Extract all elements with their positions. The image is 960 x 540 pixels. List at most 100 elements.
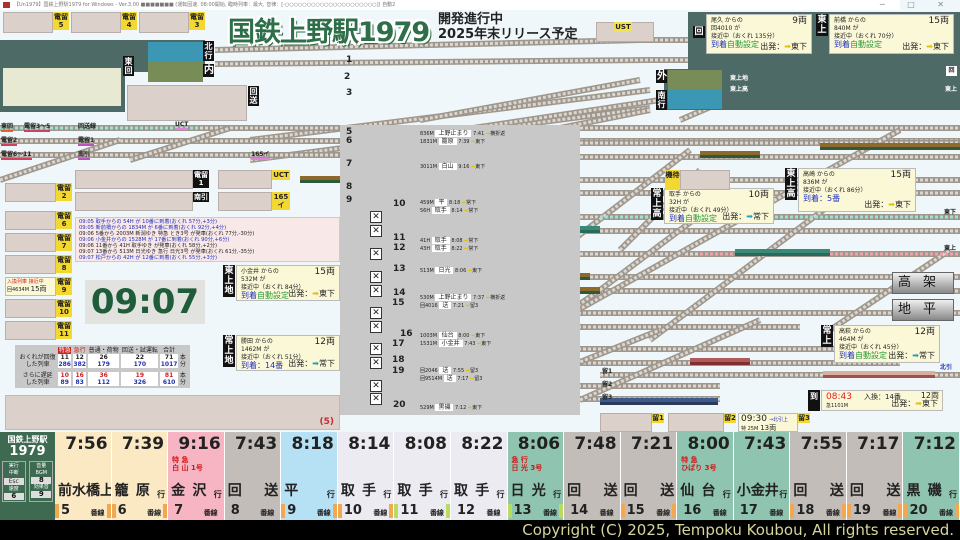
bgm-stepper[interactable]: 8: [31, 477, 52, 484]
storage-3-info[interactable]: 09:30 →北引上 特 25M 13両: [738, 413, 798, 432]
stats-cell: 36: [88, 372, 120, 379]
platform-train-info[interactable]: 43H 取手 8:22 ➡常下: [420, 245, 478, 253]
log-entry: 09:06 小金井からの 1528M が 17番に到着(おくれ 90分,+6分): [79, 237, 230, 243]
approach-departure[interactable]: 出発：➡常下: [888, 352, 935, 360]
arrival-setting[interactable]: ：5番: [819, 194, 841, 203]
view-elevated-button[interactable]: 高架: [892, 272, 954, 294]
approach-arrival[interactable]: 到着自動設定: [241, 292, 335, 301]
platform-train-info[interactable]: 836M 上野止まり 7:41 ➡横折返: [420, 130, 505, 138]
stats-cell: 10: [58, 372, 72, 379]
arrived-train-info[interactable]: 08:43 入換：14番 12両 急1101M 出発：➡東下: [821, 390, 943, 411]
approach-arrival[interactable]: 到着自動設定: [834, 41, 949, 50]
platform-train-info[interactable]: 529M 黒磯 7:12 ➡東下: [420, 404, 482, 412]
track-indicator-bar: [672, 504, 677, 518]
se-stepper[interactable]: 9: [31, 491, 52, 498]
arrival-setting[interactable]: 自動設定: [727, 40, 759, 49]
platform-train-time: 7:41: [471, 131, 486, 137]
approach-departure[interactable]: 出発：➡東下: [902, 43, 949, 51]
platform-train-time: 8:22: [449, 246, 465, 252]
platform-train-info[interactable]: 3011M 白山 9:16 ➡東下: [420, 163, 485, 171]
train-car-upper[interactable]: [690, 358, 750, 362]
approach-train-info[interactable]: 尾久 からの回4010 が接近中（おくれ 135分）9両到着自動設定出発：➡東下: [706, 14, 812, 54]
platform-train-info[interactable]: 530M 上野止まり 7:37 ➡横折返: [420, 294, 505, 302]
approach-arrival[interactable]: 到着自動設定: [711, 41, 807, 50]
arrival-setting[interactable]: 自動設定: [685, 214, 717, 223]
train-car-upper[interactable]: [700, 151, 760, 155]
approach-departure[interactable]: 出発：➡東下: [760, 43, 807, 51]
log-entry: 09:05 取手からの 54H が 10番に到着(おくれ 57分,+3分): [79, 219, 218, 225]
platform-train-dest: 平: [435, 199, 448, 206]
platform-train-info[interactable]: 513M 日光 8:06 ➡東下: [420, 267, 482, 275]
platform-train-info[interactable]: 459M 平 8:18 ➡常下: [420, 199, 476, 207]
approach-arrival[interactable]: 到着：5番: [803, 195, 911, 204]
approach-departure[interactable]: 出発：➡常下: [288, 360, 335, 368]
platform-train-info[interactable]: 回9514M 送 7:17 ➡留3: [420, 375, 482, 383]
approach-arrival[interactable]: 到着自動設定: [839, 352, 935, 361]
platform-train-info[interactable]: 1531M 小金井 7:43 ➡東下: [420, 340, 491, 348]
arrival-setting[interactable]: 自動設定: [855, 351, 887, 360]
message-box[interactable]: (5): [5, 395, 340, 430]
train-car-lower[interactable]: [823, 375, 935, 378]
train-car-lower[interactable]: [600, 402, 718, 405]
platform-train-info[interactable]: 回4016 送 7:21 ➡留3: [420, 302, 478, 310]
window-controls[interactable]: ─ □ ✕: [879, 0, 954, 9]
platform-train-dest: 籠原: [438, 138, 457, 145]
arrival-setting[interactable]: ：14番: [257, 361, 284, 370]
stats-cell: 610: [160, 379, 178, 386]
departure-destination: 回送: [793, 480, 844, 500]
train-car-upper[interactable]: [735, 249, 830, 253]
train-car-upper[interactable]: [820, 143, 960, 147]
platform-train-number: 回2046: [420, 368, 440, 374]
platform-train-info[interactable]: 1003M 仙台 8:00 ➡東下: [420, 332, 485, 340]
view-ground-button[interactable]: 地平: [892, 299, 954, 321]
departure-cell-track-5[interactable]: 7:56前水橋上行5番線: [55, 432, 112, 520]
pause-button[interactable]: 中断: [8, 470, 19, 476]
train-car-lower[interactable]: [820, 147, 960, 150]
platform-train-info[interactable]: 41H 取手 8:08 ➡常下: [420, 237, 478, 245]
arrival-setting[interactable]: 自動設定: [850, 40, 882, 49]
platform-train-info[interactable]: 56H 取手 8:14 ➡常下: [420, 207, 478, 215]
departure-label: 出発：: [902, 42, 927, 51]
train-car-upper[interactable]: [823, 371, 935, 375]
approach-arrival[interactable]: 到着：14番: [241, 362, 335, 371]
speed-stepper[interactable]: 6: [3, 493, 24, 500]
esc-button[interactable]: Esc: [3, 478, 24, 485]
approach-arrival[interactable]: 到着自動設定: [669, 215, 769, 224]
platform-train-info[interactable]: 1831M 籠原 7:39 ➡東下: [420, 138, 485, 146]
yuki-label: 行: [383, 490, 392, 499]
arrival-setting[interactable]: 自動設定: [257, 291, 289, 300]
approach-status: 接近中（おくれ 86分）: [803, 187, 867, 194]
train-car-lower[interactable]: [690, 362, 750, 365]
approach-departure[interactable]: 出発：➡常下: [722, 213, 769, 221]
train-car-upper[interactable]: [600, 398, 718, 402]
track-indicator-bar: [955, 504, 959, 518]
approach-departure[interactable]: 出発：➡東下: [864, 201, 911, 209]
train-car-lower[interactable]: [735, 253, 830, 256]
approach-departure[interactable]: 出発：➡東下: [288, 290, 335, 298]
platform-train-info[interactable]: 回2046 送 7:55 ➡留3: [420, 367, 478, 375]
platform-train-number: 41H: [420, 238, 432, 244]
train-car-lower[interactable]: [700, 155, 760, 158]
